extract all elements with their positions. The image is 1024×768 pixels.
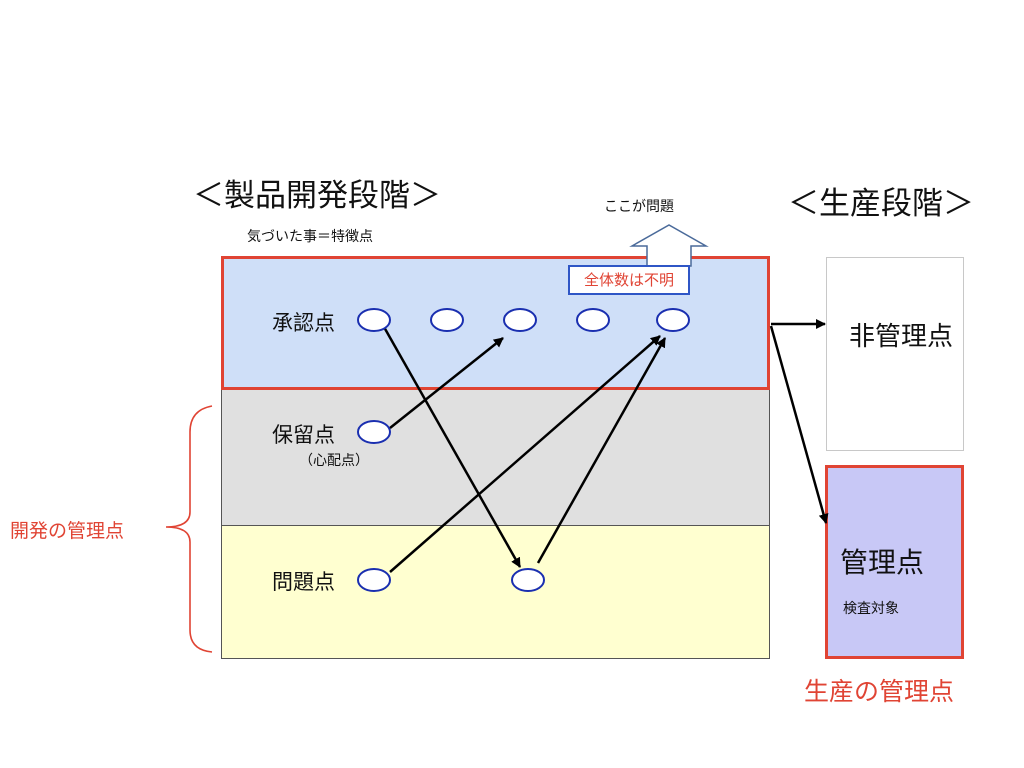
approval-node-1 [357, 308, 391, 332]
arrow-hold-to-approval [389, 337, 504, 429]
hold-band [221, 390, 770, 525]
problem-callout: ここが問題 [604, 199, 674, 215]
arrow-problem-resolved-to-approval [536, 337, 667, 564]
problem-node-1 [357, 568, 391, 592]
dev-managed-label: 開発の管理点 [10, 520, 125, 542]
dev-bracket [165, 405, 213, 653]
feature-point-note: 気づいた事＝特徴点 [247, 229, 373, 245]
up-callout-arrow [629, 224, 709, 267]
approval-node-2 [430, 308, 464, 332]
non-managed-label: 非管理点 [849, 322, 954, 352]
approval-node-3 [503, 308, 537, 332]
hold-sub-label: （心配点） [299, 453, 369, 469]
hold-node [357, 420, 391, 444]
approval-node-4 [576, 308, 610, 332]
unknown-total-box: 全体数は不明 [568, 265, 690, 295]
arrow-to-managed [769, 325, 829, 524]
managed-box [825, 465, 964, 659]
hold-label: 保留点 [272, 423, 335, 447]
approval-label: 承認点 [272, 311, 335, 335]
approval-node-5 [656, 308, 690, 332]
production-stage-heading: ＜生産段階＞ [788, 186, 974, 222]
non-managed-box [826, 257, 964, 451]
managed-sub-label: 検査対象 [843, 601, 899, 617]
arrow-problem-to-approval [389, 335, 661, 573]
problem-node-2 [511, 568, 545, 592]
problem-band [221, 525, 770, 659]
problem-label: 問題点 [272, 570, 335, 594]
production-managed-label: 生産の管理点 [804, 677, 955, 706]
dev-stage-heading: ＜製品開発段階＞ [193, 178, 441, 214]
arrow-approval-to-problem [382, 326, 522, 568]
managed-label: 管理点 [840, 546, 925, 579]
